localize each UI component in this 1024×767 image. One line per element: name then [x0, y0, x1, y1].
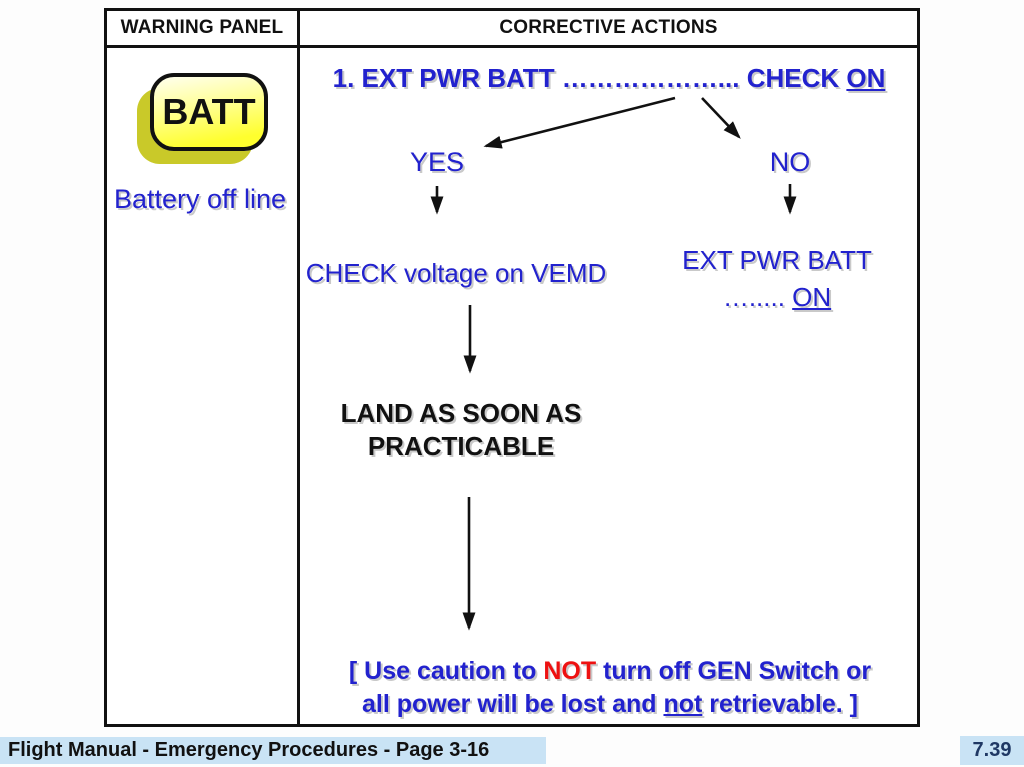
flow-branch-yes: YES	[409, 147, 465, 177]
flow-branch-no: NO	[769, 147, 811, 177]
step1-check: CHECK	[746, 63, 840, 93]
warning-caption: Battery off line	[113, 184, 287, 214]
step1-on: ON	[846, 63, 886, 93]
footer-title: Flight Manual - Emergency Procedures - P…	[8, 739, 490, 761]
page-number: 7.39	[972, 739, 1012, 761]
caution-l2-b: retrievable. ]	[709, 690, 858, 718]
corrective-actions-header: CORRECTIVE ACTIONS	[499, 17, 718, 38]
column-divider	[297, 11, 300, 724]
page-number-badge: 7.39	[960, 736, 1024, 765]
flow-no-action-line2: …..... ON	[646, 279, 908, 316]
caution-l1-b: turn off GEN Switch or	[603, 657, 872, 685]
flow-caution-note: [ Use caution to NOT turn off GEN Switch…	[300, 655, 920, 721]
flow-step-1: 1. EXT PWR BATT ………………... CHECK ON	[300, 63, 918, 94]
caution-l1-a: [ Use caution to	[348, 657, 537, 685]
caution-not: NOT	[543, 657, 597, 685]
flow-no-action: EXT PWR BATT …..... ON	[646, 242, 908, 316]
land-line1: LAND AS SOON AS	[340, 398, 582, 428]
caution-line2: all power will be lost and not retrievab…	[300, 688, 920, 721]
caution-line1: [ Use caution to NOT turn off GEN Switch…	[300, 655, 920, 688]
flow-yes-action: CHECK voltage on VEMD	[305, 258, 607, 288]
caution-l2-not: not	[663, 690, 703, 718]
land-line2: PRACTICABLE	[367, 431, 555, 461]
caution-l2-a: all power will be lost and	[362, 690, 657, 718]
batt-warning-light: BATT	[150, 73, 268, 151]
no-action-on: ON	[792, 282, 832, 312]
no-action-dots: ….....	[722, 282, 785, 312]
flow-no-action-line1: EXT PWR BATT	[682, 245, 872, 275]
footer-title-bar: Flight Manual - Emergency Procedures - P…	[0, 737, 546, 764]
batt-warning-light-label: BATT	[162, 91, 256, 132]
warning-panel-header: WARNING PANEL	[120, 17, 284, 38]
step1-text: 1. EXT PWR BATT ………………...	[332, 63, 740, 93]
table-header-row	[107, 11, 917, 48]
flow-land-node: LAND AS SOON AS PRACTICABLE	[308, 397, 614, 463]
